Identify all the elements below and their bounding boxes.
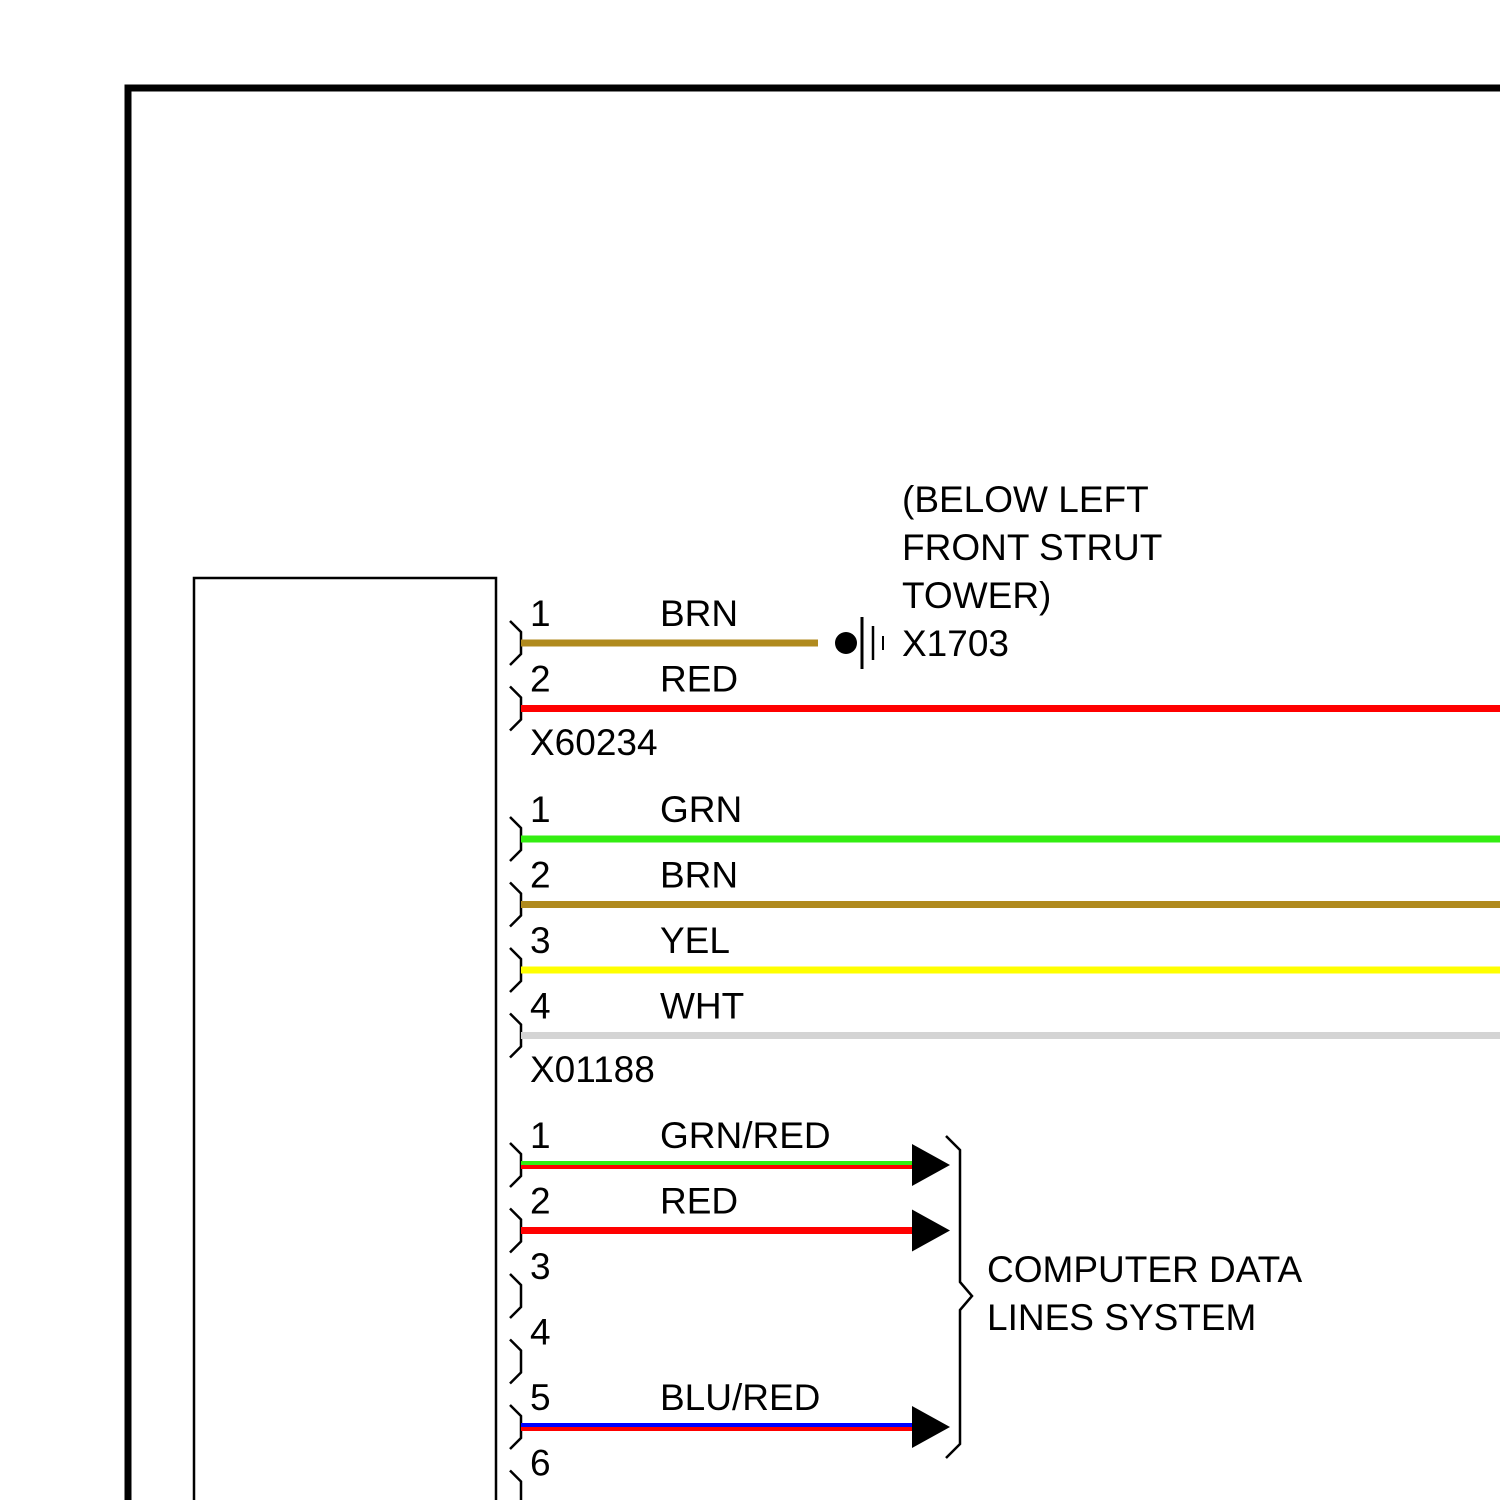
ground-id: X1703 [902, 623, 1009, 664]
pin-number: 3 [530, 920, 551, 961]
ground-location-line-3: TOWER) [902, 575, 1051, 616]
ground-location-line-2: FRONT STRUT [902, 527, 1162, 568]
arrow-icon [912, 1144, 950, 1186]
pin-bracket [510, 1405, 521, 1449]
wire-color-label: BRN [660, 593, 738, 634]
pin-number: 4 [530, 1312, 551, 1353]
pin-bracket [510, 883, 521, 927]
pin-number: 2 [530, 1181, 551, 1222]
wire-color-label: RED [660, 1181, 738, 1222]
pin-number: 1 [530, 593, 551, 634]
connector-id: X01188 [530, 1049, 655, 1090]
arrow-icon [912, 1406, 950, 1448]
wire-color-label: GRN/RED [660, 1115, 831, 1156]
ground-location-line-1: (BELOW LEFT [902, 479, 1149, 520]
pin-bracket [510, 621, 521, 665]
wire-color-label: YEL [660, 920, 730, 961]
connector-id: X60234 [530, 722, 658, 763]
pin-number: 1 [530, 1115, 551, 1156]
ground-symbol-icon [835, 617, 883, 669]
arrow-icon [912, 1210, 950, 1252]
wire-color-label: WHT [660, 986, 744, 1027]
pin-number: 1 [530, 789, 551, 830]
pin-bracket [510, 817, 521, 861]
pin-bracket [510, 948, 521, 992]
pin-number: 4 [530, 986, 551, 1027]
wire-color-label: GRN [660, 789, 742, 830]
pin-number: 2 [530, 855, 551, 896]
pin-bracket [510, 1143, 521, 1187]
system-label-line-2: LINES SYSTEM [987, 1297, 1256, 1338]
pin-bracket [510, 1471, 521, 1500]
pin-bracket [510, 1274, 521, 1318]
wire-color-label: BRN [660, 855, 738, 896]
system-bracket [946, 1136, 972, 1458]
pin-bracket [510, 1340, 521, 1384]
pin-bracket [510, 1014, 521, 1058]
module-box [194, 578, 496, 1500]
pin-number: 5 [530, 1377, 551, 1418]
wire-color-label: RED [660, 659, 738, 700]
pin-bracket [510, 687, 521, 731]
pin-number: 3 [530, 1246, 551, 1287]
pin-number: 6 [530, 1443, 551, 1484]
pin-number: 2 [530, 659, 551, 700]
system-label-line-1: COMPUTER DATA [987, 1249, 1303, 1290]
pin-bracket [510, 1209, 521, 1253]
wire-color-label: BLU/RED [660, 1377, 820, 1418]
